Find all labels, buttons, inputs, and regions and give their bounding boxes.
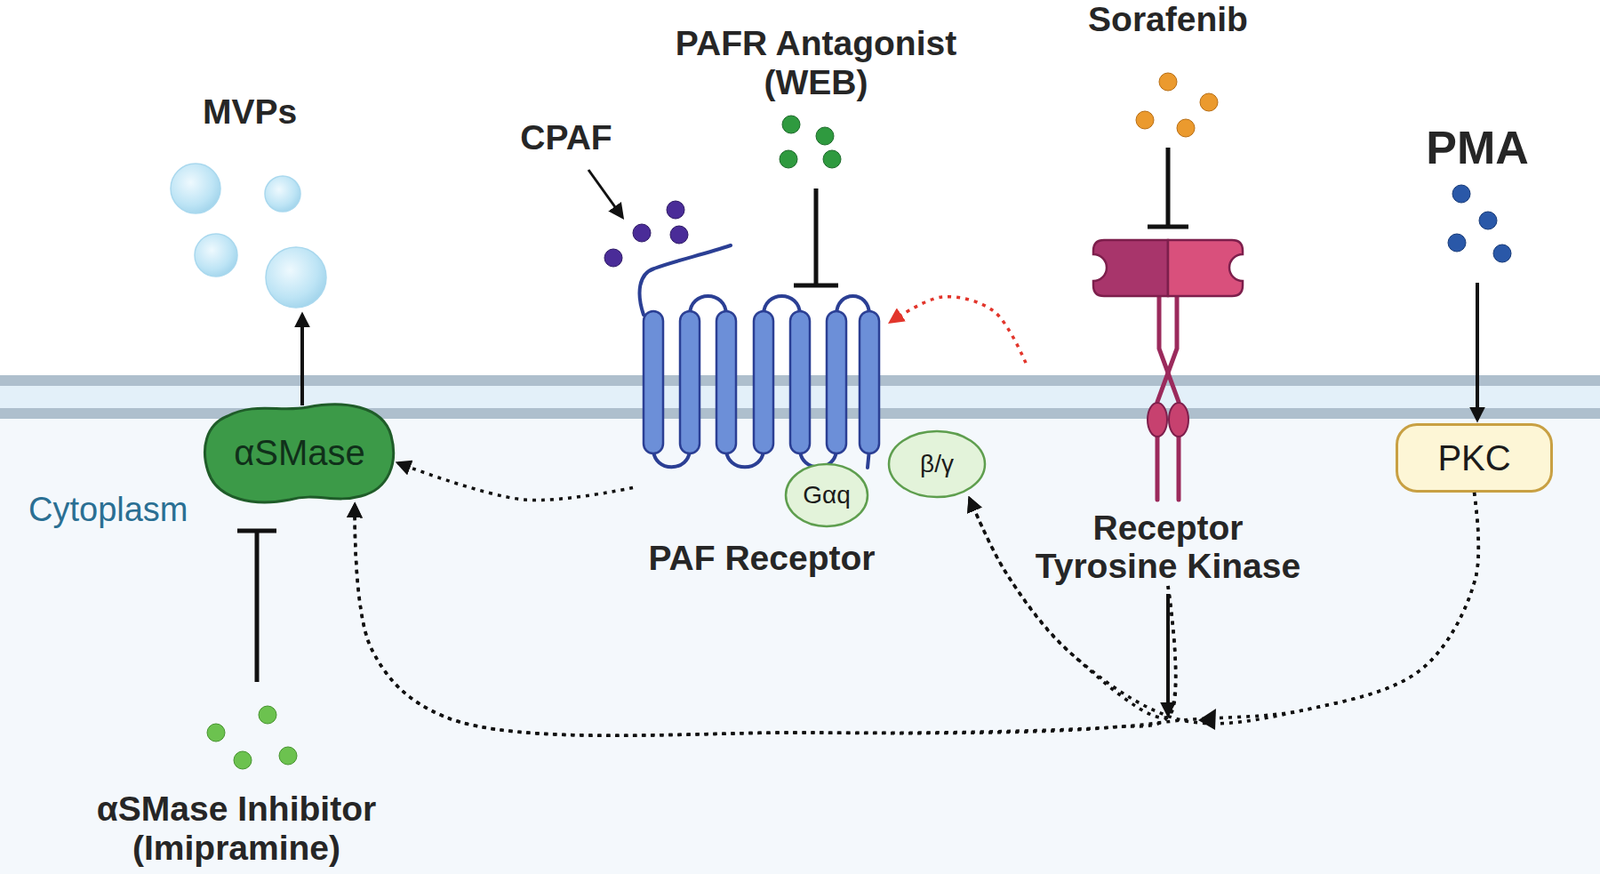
gpcr-receptor: PAF Receptor [632, 266, 891, 578]
transmembrane-helix [790, 311, 810, 454]
pointer-arrow [588, 169, 623, 217]
transmembrane-helix [716, 311, 736, 454]
antagonist-dot [779, 150, 798, 168]
vesicle-bubble [194, 233, 238, 277]
ligand-dot [666, 200, 685, 219]
signal-arrow [354, 492, 1479, 736]
ligand-dot [670, 225, 688, 244]
activator-dot [1479, 211, 1497, 230]
inhibition-bar [1147, 224, 1189, 230]
receptor-stalk [1155, 435, 1160, 500]
vesicle-label: MVPs [160, 92, 339, 132]
node-label: Gαq [802, 480, 851, 509]
release-arrow [300, 314, 304, 406]
vesicle-bubble [170, 163, 221, 214]
inhibition-bar [1166, 147, 1171, 227]
inhibitor-dot [207, 723, 225, 742]
ligand-binding-domain [1093, 240, 1168, 296]
activator-dot [1493, 244, 1512, 263]
node-label: PKC [1437, 438, 1511, 479]
antagonist-dot [782, 115, 800, 134]
node-label: β/γ [920, 449, 954, 478]
signal-arrow [890, 296, 1026, 363]
signal-arrow [969, 492, 1479, 724]
receptor-loop [640, 245, 731, 315]
g-protein-subunit: Gαq [784, 462, 870, 528]
inhibitor-dot [233, 751, 252, 769]
receptor-tyrosine-kinase: Receptor Tyrosine Kinase [1025, 234, 1311, 586]
signal-arrow [1166, 593, 1170, 715]
transmembrane-helix [859, 311, 880, 454]
subunit-oval [888, 431, 985, 497]
inhibition-bar [814, 188, 819, 286]
ligand-dot [632, 224, 651, 242]
inhibitor-dot [258, 705, 277, 724]
transmembrane-helix [753, 311, 774, 454]
ligand-label: CPAF [495, 118, 638, 158]
receptor-stalk [1176, 435, 1182, 500]
kinase-box: PKC [1395, 423, 1553, 493]
drug-dot [1136, 111, 1154, 129]
antagonist-dot [823, 150, 841, 168]
inhibition-bar [255, 530, 260, 682]
g-protein-subunit: β/γ [887, 429, 987, 499]
vesicle-bubble [264, 176, 301, 212]
signal-arrow [398, 463, 633, 501]
drug-dot [1159, 72, 1177, 91]
inhibition-bar [793, 283, 839, 288]
node-label: Receptor Tyrosine Kinase [1025, 508, 1311, 586]
node-label: PAF Receptor [632, 538, 891, 578]
inhibitor-dot [279, 746, 297, 765]
vesicle-bubble [265, 247, 327, 308]
ligand-dot [604, 248, 623, 267]
antagonist-dot [816, 127, 834, 145]
drug-label: Sorafenib [1052, 0, 1284, 40]
node-label: αSMase [233, 432, 366, 473]
enzyme-blob: αSMase [200, 400, 399, 505]
signal-arrow [354, 504, 1176, 736]
kinase-domain [1147, 402, 1168, 437]
kinase-domain [1168, 402, 1189, 437]
activator-dot [1448, 233, 1466, 252]
activator-label: PMA [1388, 121, 1567, 174]
ligand-binding-domain [1168, 240, 1243, 296]
gpcr-receptor-outline [632, 266, 891, 578]
transmembrane-helix [643, 311, 664, 454]
inhibitor-label: αSMase Inhibitor (Imipramine) [76, 789, 397, 867]
activator-dot [1452, 184, 1471, 203]
transmembrane-helix [680, 311, 700, 454]
enzyme-shape [204, 404, 393, 503]
arrow-head [1198, 708, 1216, 730]
receptor-stalk [1157, 296, 1177, 402]
subunit-oval [785, 464, 868, 527]
compartment-label: Cytoplasm [28, 490, 260, 529]
drug-dot [1176, 119, 1195, 137]
activation-arrow [1475, 282, 1480, 420]
transmembrane-helix [826, 311, 847, 454]
antagonist-label: PAFR Antagonist (WEB) [656, 24, 976, 102]
drug-dot [1200, 93, 1218, 112]
